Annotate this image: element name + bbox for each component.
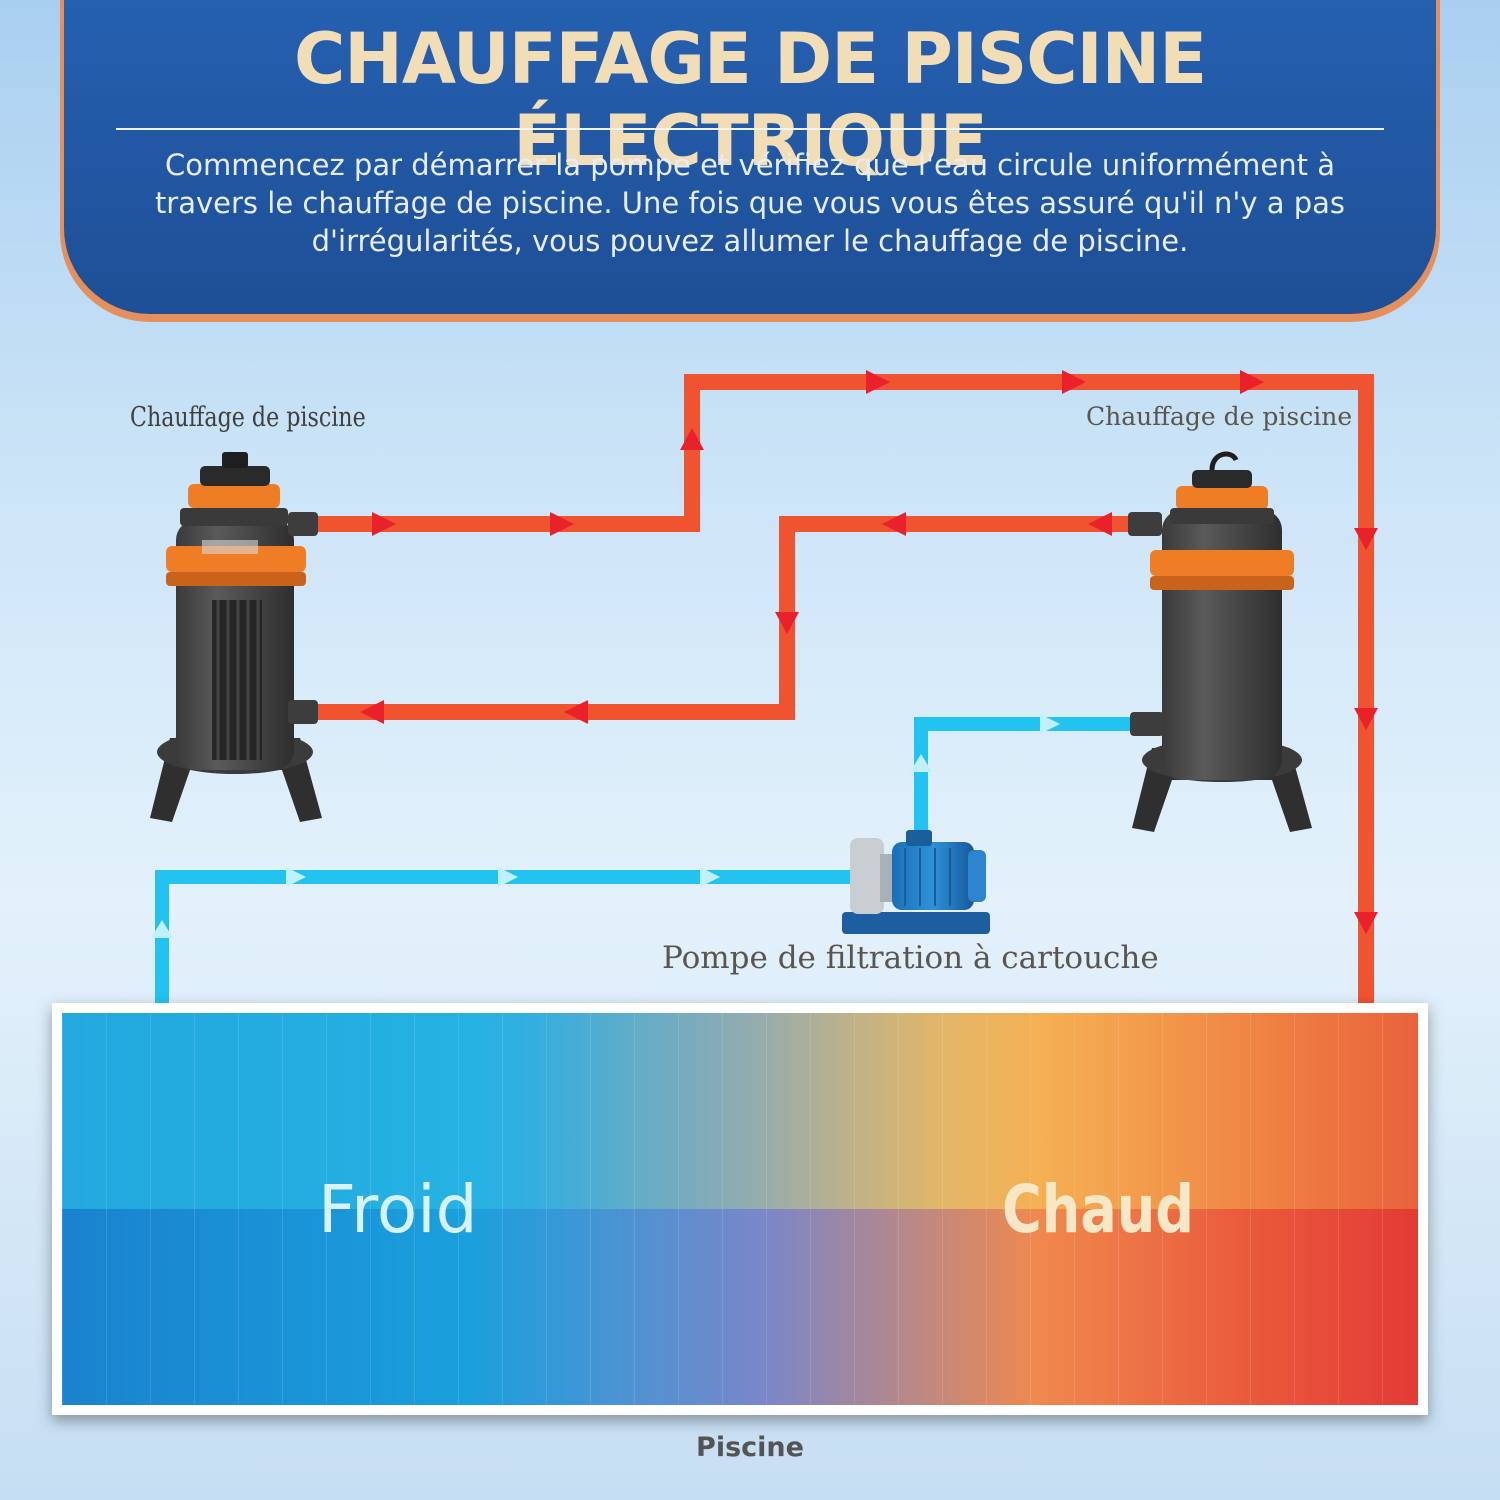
cartridge-filter-pump (842, 830, 990, 934)
pool-surface-highlight (62, 1013, 1418, 1209)
arrow-right-icon (286, 867, 306, 887)
cold-pipes (155, 717, 1133, 1003)
arrow-right-icon (1062, 370, 1086, 394)
hot-arrows (360, 370, 1378, 934)
arrow-down-icon (775, 612, 799, 634)
hot-zone-label: Chaud (1002, 1171, 1195, 1248)
arrow-left-icon (882, 512, 906, 536)
title-divider (116, 128, 1384, 130)
pool-gradient: Froid Chaud (62, 1013, 1418, 1405)
pool-frame: Froid Chaud (52, 1003, 1428, 1415)
heater-left (150, 452, 322, 822)
arrow-right-icon (866, 370, 890, 394)
arrow-left-icon (360, 700, 384, 724)
arrow-right-icon (372, 512, 396, 536)
cold-zone-label: Froid (318, 1171, 478, 1248)
heater-left-label: Chauffage de piscine (130, 402, 366, 433)
header-banner-panel: CHAUFFAGE DE PISCINE ÉLECTRIQUE Commence… (64, 0, 1436, 314)
arrow-down-icon (1354, 912, 1378, 934)
heater-right-label: Chauffage de piscine (1086, 402, 1353, 431)
pool-caption: Piscine (696, 1432, 804, 1463)
arrow-up-icon (151, 920, 173, 938)
instructions-text: Commencez par démarrer la pompe et vérif… (154, 148, 1346, 258)
arrow-right-icon (700, 867, 720, 887)
cold-arrows (151, 714, 1060, 938)
cold-pipe-pump-to-heater (914, 717, 1133, 832)
arrow-right-icon (1040, 714, 1060, 734)
arrow-right-icon (1240, 370, 1264, 394)
heater-right (1128, 451, 1312, 832)
header-banner: CHAUFFAGE DE PISCINE ÉLECTRIQUE Commence… (60, 0, 1440, 322)
page-title: CHAUFFAGE DE PISCINE ÉLECTRIQUE (293, 18, 1207, 182)
arrow-down-icon (1354, 528, 1378, 550)
arrow-down-icon (1354, 708, 1378, 730)
arrow-left-icon (564, 700, 588, 724)
arrow-right-icon (498, 867, 518, 887)
arrow-right-icon (550, 512, 574, 536)
cold-pipe-pool-to-pump (155, 870, 850, 1003)
pump-label: Pompe de filtration à cartouche (662, 940, 1159, 976)
pool-tile-lines (62, 1013, 1418, 1405)
arrow-up-icon (680, 428, 704, 450)
arrow-left-icon (1088, 512, 1112, 536)
arrow-up-icon (910, 754, 932, 772)
hot-pipe-return (316, 516, 1130, 720)
